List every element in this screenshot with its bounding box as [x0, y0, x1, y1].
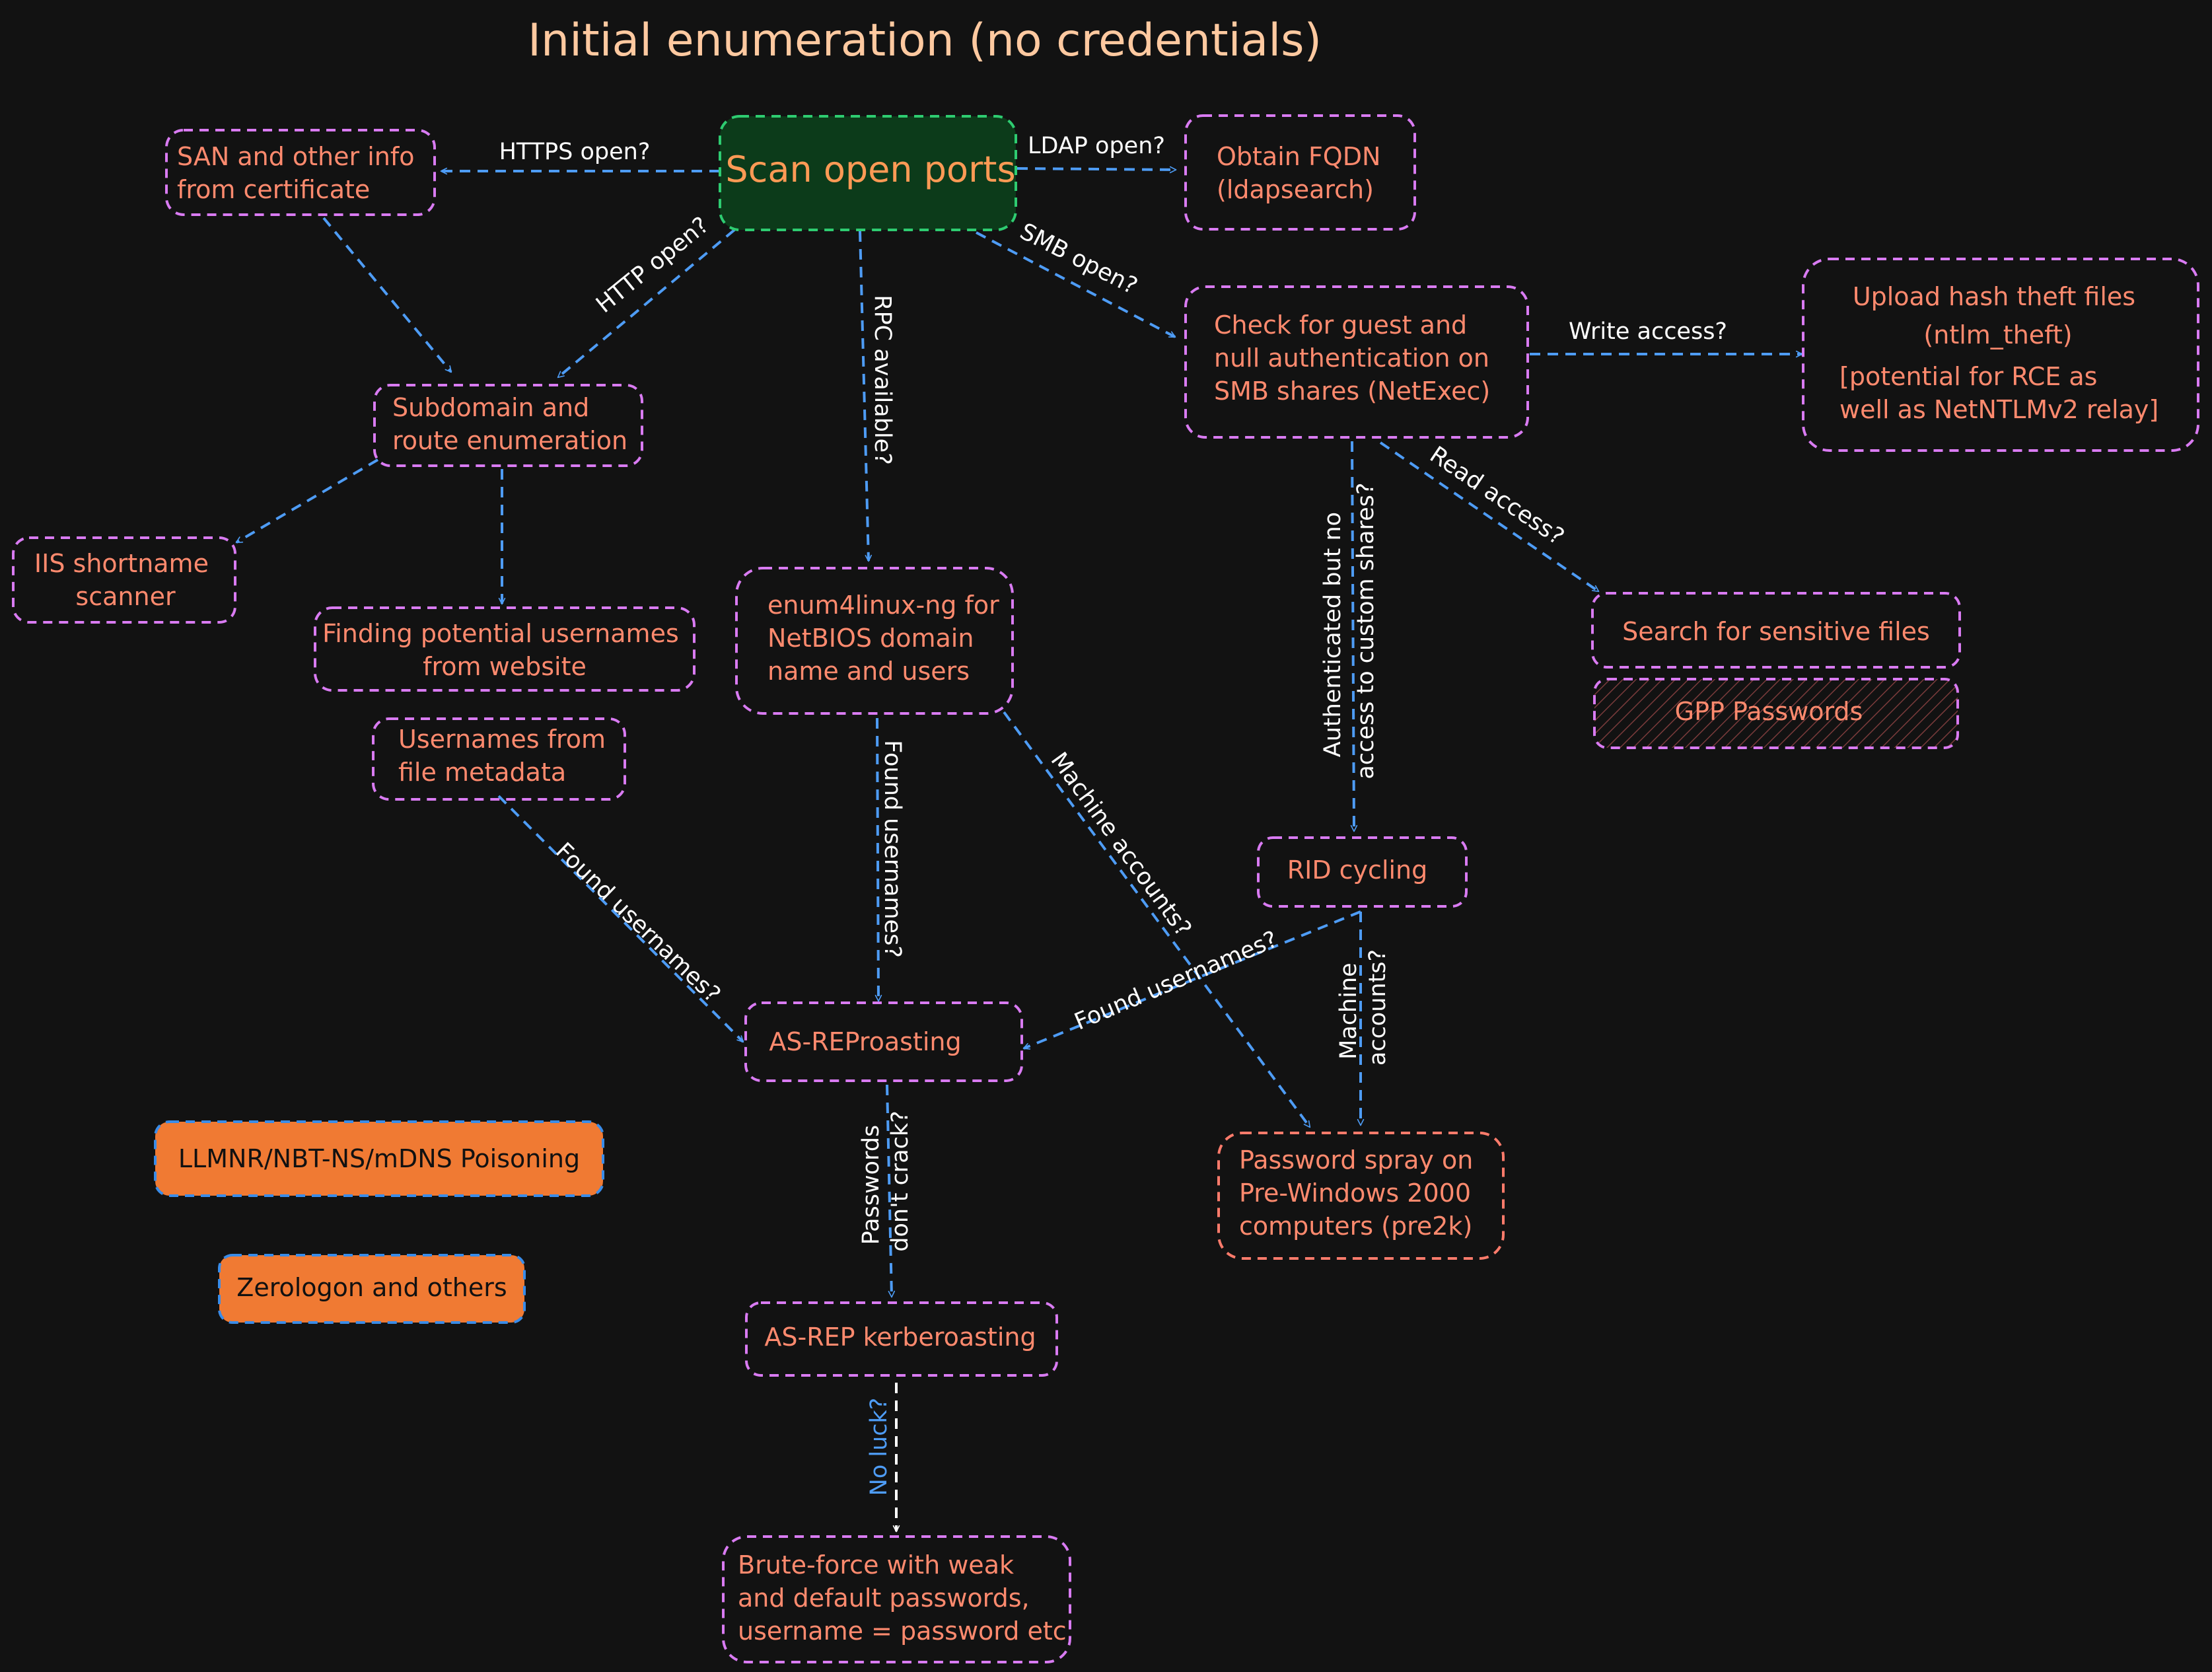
svg-text:Scan open ports: Scan open ports [725, 149, 1015, 190]
edge-label-machine-accounts-enum: Machine accounts? [1046, 748, 1197, 942]
node-obtain-fqdn[interactable]: Obtain FQDN (ldapsearch) [1184, 114, 1416, 231]
edge-label-machine-accounts-rid: Machine accounts? [1336, 949, 1391, 1066]
edge-scan-to-subdomain [557, 229, 736, 379]
node-finding-usernames-website[interactable]: Finding potential usernames from website [314, 606, 696, 692]
node-brute-force[interactable]: Brute-force with weak and default passwo… [722, 1535, 1071, 1663]
edge-label-read-access: Read access? [1425, 441, 1569, 550]
svg-text:Zerologon and others: Zerologon and others [236, 1273, 507, 1302]
svg-text:Subdomain and route en: Subdomain and route enumeration [392, 393, 627, 455]
svg-text:Finding potential usernames: Finding potential usernames from website [322, 619, 687, 681]
edge-label-found-usernames-rid: Found usernames? [1071, 926, 1281, 1036]
edge-label-http-open: HTTP open? [591, 212, 714, 318]
node-subdomain-enumeration[interactable]: Subdomain and route enumeration [373, 384, 643, 467]
edge-label-no-luck: No luck? [866, 1398, 892, 1496]
svg-text:Upload hash theft files: Upload hash theft files (ntlm_theft) [1853, 282, 2143, 349]
node-password-spray-pre2k[interactable]: Password spray on Pre-Windows 2000 compu… [1217, 1132, 1505, 1260]
node-as-rep-kerberoasting[interactable]: AS-REP kerberoasting [745, 1301, 1058, 1377]
edge-smb-to-search [1379, 441, 1600, 593]
edge-label-rpc-available: RPC available? [869, 295, 896, 465]
node-gpp-passwords[interactable]: GPP Passwords [1593, 678, 1959, 749]
node-enum4linux-ng[interactable]: enum4linux-ng for NetBIOS domain name an… [735, 567, 1014, 715]
edge-label-passwords-dont-crack: Passwords don't crack? [858, 1110, 913, 1251]
node-smb-guest-null-auth[interactable]: Check for guest and null authentication … [1184, 285, 1529, 439]
svg-text:LLMNR/NBT-NS/mDNS Poisoning: LLMNR/NBT-NS/mDNS Poisoning [178, 1144, 580, 1173]
node-rid-cycling[interactable]: RID cycling [1257, 836, 1468, 908]
node-scan-open-ports[interactable]: Scan open ports [719, 115, 1017, 231]
edge-label-ldap-open: LDAP open? [1028, 133, 1165, 159]
node-iis-shortname-scanner[interactable]: IIS shortname scanner [12, 536, 236, 624]
svg-text:SAN and other info fro: SAN and other info from certificate [177, 142, 423, 204]
node-usernames-file-metadata[interactable]: Usernames from file metadata [372, 717, 626, 801]
svg-text:AS-REProasting: AS-REProasting [769, 1027, 961, 1056]
edge-label-auth-no-access: Authenticated but no access to custom sh… [1320, 482, 1379, 779]
node-zerologon[interactable]: Zerologon and others [218, 1254, 526, 1324]
diagram-title: Initial enumeration (no credentials) [528, 15, 1322, 67]
node-label: Scan open ports [725, 149, 1015, 190]
svg-text:Brute-force with weak: Brute-force with weak and default passwo… [738, 1550, 1067, 1646]
edge-metadata-to-asrep [497, 795, 744, 1043]
nodes: Scan open ports SAN and other info from … [12, 114, 2199, 1663]
svg-text:Search for sensitive files: Search for sensitive files [1622, 617, 1930, 646]
node-llmnr-poisoning[interactable]: LLMNR/NBT-NS/mDNS Poisoning [154, 1120, 604, 1197]
edge-label-found-usernames-enum: Found usernames? [879, 740, 906, 958]
node-search-sensitive-files[interactable]: Search for sensitive files [1591, 592, 1961, 669]
svg-text:AS-REP kerberoasting: AS-REP kerberoasting [764, 1323, 1036, 1352]
edge-subdomain-to-iis [235, 458, 379, 544]
svg-text:Password spray on Pre-: Password spray on Pre-Windows 2000 compu… [1239, 1145, 1481, 1241]
edge-scan-to-enum4linux [859, 231, 873, 562]
edge-scan-to-fqdn [1017, 166, 1177, 174]
edge-enum4linux-to-spray [1003, 711, 1311, 1128]
edge-label-write-access: Write access? [1569, 318, 1727, 345]
edges [235, 166, 1803, 1533]
node-upload-hash-theft[interactable]: Upload hash theft files (ntlm_theft) [po… [1802, 258, 2199, 452]
node-as-reproasting[interactable]: AS-REProasting [744, 1001, 1023, 1082]
svg-text:enum4linux-ng for NetB: enum4linux-ng for NetBIOS domain name an… [767, 591, 1007, 686]
svg-text:[potential for RCE as: [potential for RCE as well as NetNTLMv2 … [1839, 362, 2158, 424]
edge-smb-to-rid [1350, 441, 1358, 832]
edge-rid-to-asrep [1022, 910, 1361, 1050]
svg-text:RID cycling: RID cycling [1287, 855, 1428, 885]
edge-label-https-open: HTTPS open? [499, 139, 651, 165]
svg-text:Usernames from file me: Usernames from file metadata [398, 725, 614, 787]
edge-labels: HTTPS open? LDAP open? HTTP open? RPC av… [499, 133, 1727, 1496]
svg-text:GPP Passwords: GPP Passwords [1675, 697, 1863, 726]
svg-text:IIS shortname scanner: IIS shortname scanner [34, 549, 217, 611]
node-san-certificate[interactable]: SAN and other info from certificate [165, 129, 436, 216]
edge-san-to-subdomain [322, 217, 452, 373]
svg-text:Check for guest and nu: Check for guest and null authentication … [1214, 310, 1497, 406]
edge-scan-to-smb [976, 231, 1176, 338]
edge-label-found-usernames-meta: Found usernames? [550, 838, 725, 1008]
edge-enum4linux-to-asrep [874, 717, 882, 1002]
svg-text:Obtain FQDN (ldapsearc: Obtain FQDN (ldapsearch) [1217, 142, 1389, 204]
